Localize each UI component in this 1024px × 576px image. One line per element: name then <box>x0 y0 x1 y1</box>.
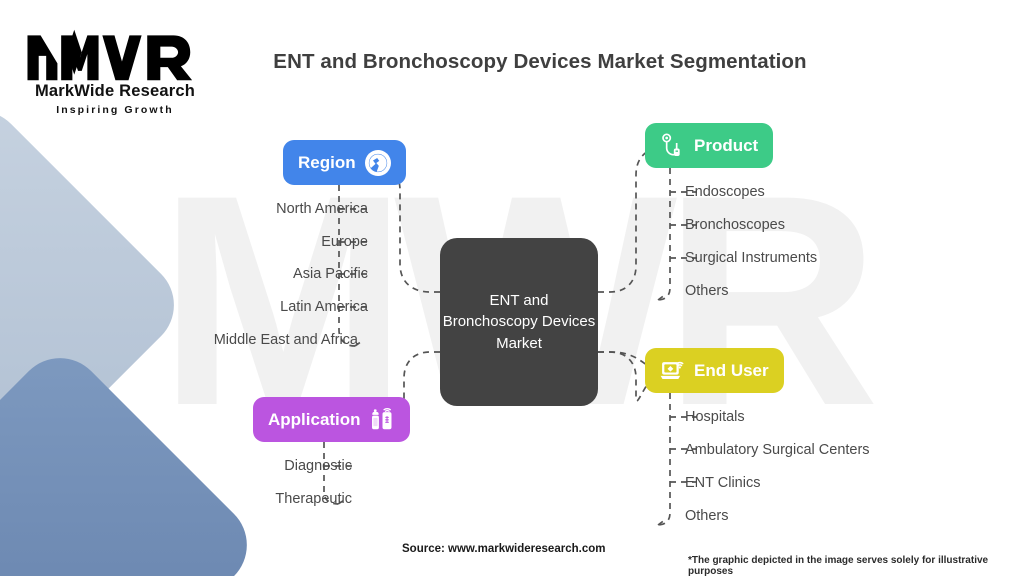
logo-tagline: Inspiring Growth <box>56 104 174 116</box>
brand-logo: MarkWide Research Inspiring Growth <box>20 26 210 116</box>
leaf-product-3[interactable]: Others <box>685 283 729 299</box>
leaf-region-0[interactable]: North America <box>276 201 368 217</box>
leaf-product-0[interactable]: Endoscopes <box>685 184 765 200</box>
leaf-end-user-2[interactable]: ENT Clinics <box>685 475 761 491</box>
leaf-application-0[interactable]: Diagnostic <box>284 458 352 474</box>
branch-node-product[interactable]: Product <box>645 123 774 168</box>
leaf-product-1[interactable]: Bronchoscopes <box>685 217 785 233</box>
leaf-end-user-0[interactable]: Hospitals <box>685 409 745 425</box>
page-title: ENT and Bronchoscopy Devices Market Segm… <box>273 50 807 73</box>
center-node-label: ENT and Bronchoscopy Devices Market <box>442 292 596 352</box>
stethoscope-icon <box>662 133 680 156</box>
branch-node-end-user[interactable]: End User <box>645 348 784 393</box>
monitor-signal-icon <box>660 361 684 379</box>
leaf-application-1[interactable]: Therapeutic <box>275 491 352 507</box>
branch-label-application: Application <box>268 410 361 429</box>
medical-devices-icon <box>371 408 392 430</box>
center-node[interactable]: ENT and Bronchoscopy Devices Market <box>440 238 598 406</box>
globe-icon <box>364 149 391 176</box>
logo-company-name: MarkWide Research <box>34 82 196 100</box>
leaf-product-2[interactable]: Surgical Instruments <box>685 250 818 266</box>
branch-label-product: Product <box>694 136 759 155</box>
leaf-region-3[interactable]: Latin America <box>280 299 368 315</box>
source-label[interactable]: Source: www.markwideresearch.com <box>402 543 606 555</box>
leaf-region-1[interactable]: Europe <box>321 234 368 250</box>
disclaimer-label: *The graphic depicted in the image serve… <box>688 555 989 576</box>
leaf-end-user-1[interactable]: Ambulatory Surgical Centers <box>685 442 870 458</box>
branch-node-region[interactable]: Region <box>283 140 406 185</box>
leaf-region-2[interactable]: Asia Pacific <box>293 266 368 282</box>
branch-label-region: Region <box>298 153 356 172</box>
leaf-end-user-3[interactable]: Others <box>685 508 729 524</box>
mwr-logo-icon <box>27 29 193 81</box>
branch-node-application[interactable]: Application <box>253 397 410 442</box>
branch-label-end-user: End User <box>694 361 769 380</box>
leaf-region-4[interactable]: Middle East and Africa <box>213 332 358 348</box>
